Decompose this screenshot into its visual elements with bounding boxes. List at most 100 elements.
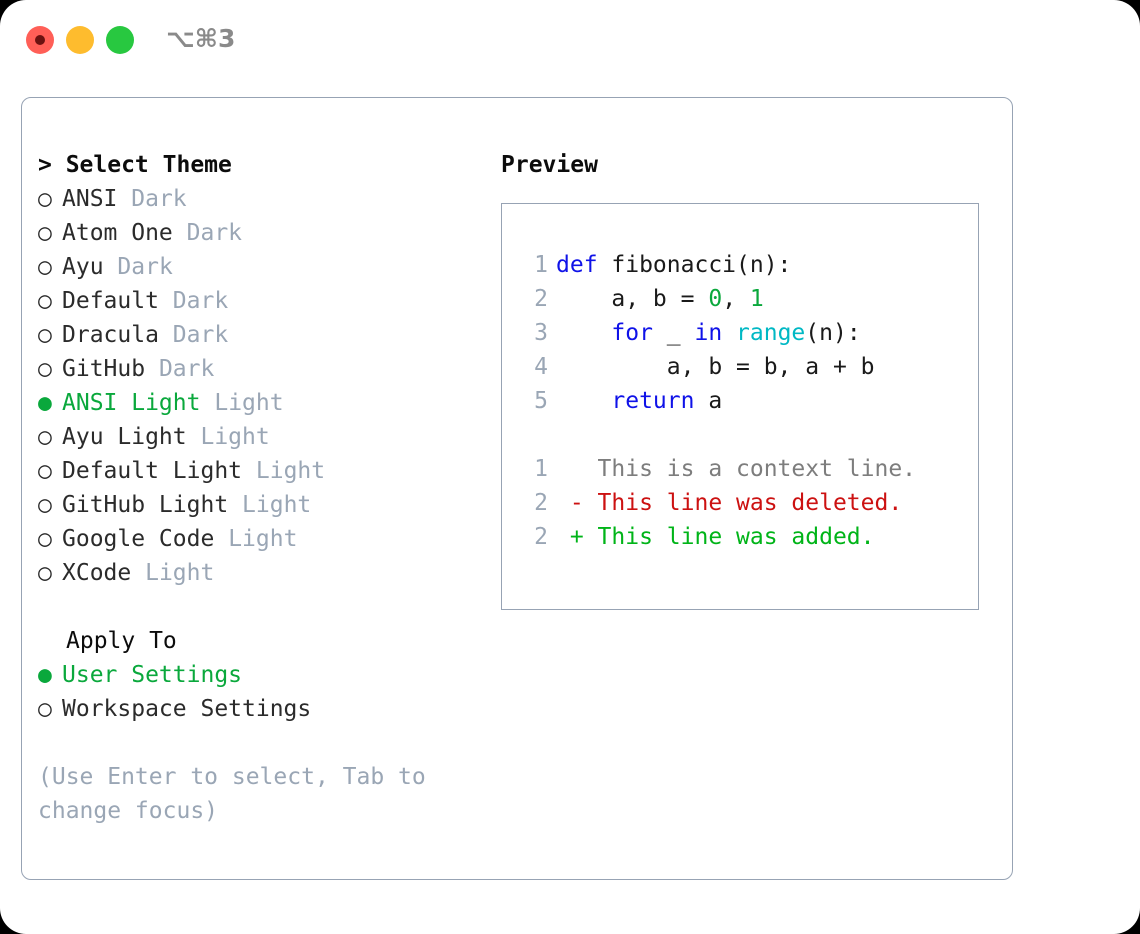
diff-line: 2 + This line was added.: [522, 520, 970, 554]
code-line-number: 5: [534, 388, 548, 414]
main-card: > Select Theme ○ANSI Dark○Atom One Dark○…: [21, 97, 1013, 880]
radio-unselected-icon: ○: [38, 424, 52, 450]
diff-line-number: 1: [534, 456, 548, 482]
theme-option-kind: Dark: [117, 254, 173, 280]
theme-option-dracula[interactable]: ○ Dracula Dark: [38, 318, 468, 352]
code-line: 5 return a: [522, 384, 970, 418]
code-token: range: [736, 320, 806, 346]
close-icon: [35, 35, 45, 45]
apply-to-option-workspace-settings[interactable]: ○Workspace Settings: [38, 692, 468, 726]
code-token: ,: [722, 286, 750, 312]
apply-to-label: Apply To: [66, 628, 177, 654]
diff-line-sign: [556, 456, 598, 482]
theme-option-ayu-light[interactable]: ○Ayu Light Light: [38, 420, 468, 454]
theme-option-name: GitHub Light: [62, 492, 229, 518]
theme-option-name: Dracula: [62, 322, 159, 348]
theme-selector-panel: > Select Theme ○ANSI Dark○Atom One Dark○…: [38, 148, 468, 828]
code-line: 2 a, b = 0, 1: [522, 282, 970, 316]
theme-option-name: ANSI: [62, 186, 118, 212]
code-token: a, b =: [556, 286, 709, 312]
theme-option-name: XCode: [62, 560, 132, 586]
code-token: a: [694, 388, 723, 414]
code-line: 3 for _ in range(n):: [522, 316, 970, 350]
apply-to-option-label: Workspace Settings: [62, 696, 312, 722]
diff-line-text: This line was added.: [597, 524, 875, 550]
zoom-button[interactable]: [106, 26, 134, 54]
diff-line: 1 This is a context line.: [522, 452, 970, 486]
preview-panel: Preview: [501, 148, 1001, 182]
theme-option-name: Default Light: [62, 458, 243, 484]
theme-option-kind: Dark: [131, 186, 187, 212]
theme-option-github[interactable]: ○ GitHub Dark: [38, 352, 468, 386]
theme-option-ayu[interactable]: ○ Ayu Dark: [38, 250, 468, 284]
theme-option-kind: Dark: [158, 356, 215, 382]
radio-selected-icon: ●: [38, 662, 52, 688]
theme-option-kind: Dark: [172, 322, 229, 348]
code-token: [556, 388, 611, 414]
theme-option-kind: Light: [228, 526, 298, 552]
radio-unselected-icon: ○: [38, 322, 52, 348]
theme-option-kind: Light: [145, 560, 215, 586]
code-token: for: [611, 320, 653, 346]
theme-option-name: Atom One: [62, 220, 173, 246]
code-token: 1: [749, 286, 764, 312]
keyboard-hint-text: (Use Enter to select, Tab to change focu…: [38, 764, 440, 824]
theme-option-ansi-light[interactable]: ● ANSI Light Light: [38, 386, 468, 420]
title-bar: ⌥⌘3: [0, 0, 1140, 78]
diff-line-number: 2: [534, 490, 548, 516]
theme-option-github-light[interactable]: ○ GitHub Light Light: [38, 488, 468, 522]
radio-unselected-icon: ○: [38, 458, 52, 484]
preview-heading: Preview: [501, 152, 598, 178]
diff-sample: 1 This is a context line.2 - This line w…: [522, 452, 970, 554]
theme-option-atom-one[interactable]: ○Atom One Dark: [38, 216, 468, 250]
code-token: return: [611, 388, 695, 414]
minimize-button[interactable]: [66, 26, 94, 54]
select-theme-heading: > Select Theme: [38, 152, 232, 178]
code-token: [722, 320, 736, 346]
code-token: fibonacci(n):: [597, 252, 792, 278]
theme-option-name: Ayu: [62, 254, 104, 280]
apply-to-option-user-settings[interactable]: ●User Settings: [38, 658, 468, 692]
code-token: [556, 320, 611, 346]
theme-option-name: ANSI Light: [62, 390, 201, 416]
radio-selected-icon: ●: [38, 390, 52, 416]
code-line: 4 a, b = b, a + b: [522, 350, 970, 384]
code-line-number: 2: [534, 286, 548, 312]
theme-option-kind: Light: [214, 390, 284, 416]
radio-unselected-icon: ○: [38, 288, 52, 314]
code-token: def: [556, 252, 598, 278]
theme-option-kind: Light: [255, 458, 326, 484]
theme-option-kind: Dark: [172, 288, 229, 314]
radio-unselected-icon: ○: [38, 526, 52, 552]
radio-unselected-icon: ○: [38, 560, 52, 586]
theme-option-ansi[interactable]: ○ ANSI Dark: [38, 182, 468, 216]
radio-unselected-icon: ○: [38, 254, 52, 280]
diff-line: 2 - This line was deleted.: [522, 486, 970, 520]
diff-line-text: This is a context line.: [597, 456, 917, 482]
diff-line-sign: -: [556, 490, 598, 516]
diff-line-number: 2: [534, 524, 548, 550]
code-token: 0: [708, 286, 723, 312]
code-token: in: [694, 320, 723, 346]
theme-option-kind: Light: [242, 492, 312, 518]
radio-unselected-icon: ○: [38, 186, 52, 212]
theme-option-name: Default: [62, 288, 159, 314]
radio-unselected-icon: ○: [38, 220, 52, 246]
code-line-number: 4: [534, 354, 548, 380]
theme-option-name: Google Code: [62, 526, 215, 552]
radio-unselected-icon: ○: [38, 492, 52, 518]
diff-line-text: This line was deleted.: [597, 490, 903, 516]
code-token: _: [652, 320, 695, 346]
theme-option-default-light[interactable]: ○ Default Light Light: [38, 454, 468, 488]
theme-option-default[interactable]: ○ Default Dark: [38, 284, 468, 318]
radio-unselected-icon: ○: [38, 356, 52, 382]
apply-to-options: ●User Settings○Workspace Settings: [38, 658, 468, 726]
theme-option-xcode[interactable]: ○ XCode Light: [38, 556, 468, 590]
theme-option-google-code[interactable]: ○ Google Code Light: [38, 522, 468, 556]
theme-option-name: GitHub: [62, 356, 146, 382]
apply-to-section: Apply To ●User Settings○Workspace Settin…: [38, 624, 468, 726]
